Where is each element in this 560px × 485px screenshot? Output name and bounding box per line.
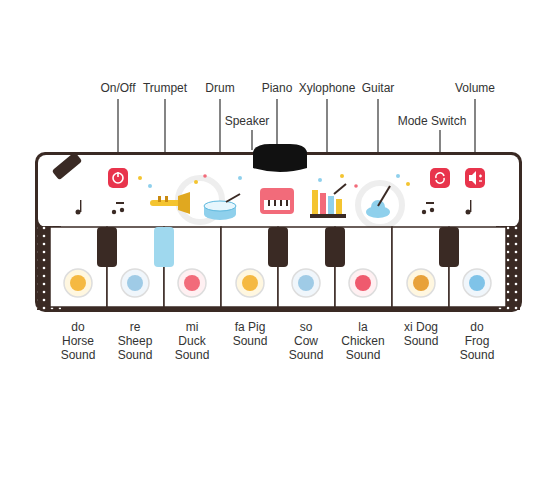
callout-label: Xylophone <box>299 81 356 95</box>
callout-label: Piano <box>262 81 293 95</box>
key-sound-label: do Frog Sound <box>460 320 495 362</box>
key-sound-label: do Horse Sound <box>61 320 96 362</box>
callout-label: Guitar <box>362 81 395 95</box>
key-sound-label: re Sheep Sound <box>118 320 153 362</box>
callout-label: Speaker <box>225 114 270 128</box>
callout-label: Drum <box>205 81 234 95</box>
key-sound-label: so Cow Sound <box>289 320 324 362</box>
panel-icons <box>52 152 485 220</box>
white-keys <box>50 227 506 307</box>
black-keys <box>97 227 459 267</box>
key-sound-label: mi Duck Sound <box>175 320 210 362</box>
callout-label: On/Off <box>100 81 135 95</box>
key-sound-label: fa Pig Sound <box>233 320 268 348</box>
key-sound-label: la Chicken Sound <box>341 320 384 362</box>
callout-label: Volume <box>455 81 495 95</box>
callout-label: Mode Switch <box>398 114 467 128</box>
key-sound-label: xi Dog Sound <box>404 320 439 348</box>
callout-label: Trumpet <box>143 81 187 95</box>
animal-buttons <box>64 269 491 297</box>
mat <box>35 144 522 312</box>
